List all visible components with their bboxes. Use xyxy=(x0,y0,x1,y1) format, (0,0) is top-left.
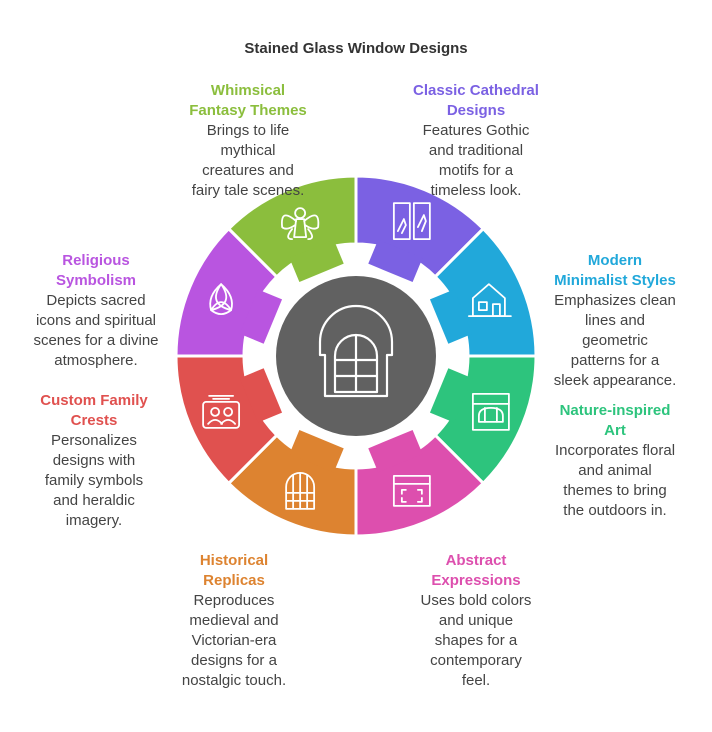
segment-tab-nature xyxy=(429,368,473,423)
arched-door-icon xyxy=(285,471,316,510)
bread-display-icon xyxy=(471,392,510,431)
segment-tab-historical xyxy=(289,429,344,473)
modern-house-icon xyxy=(467,283,512,318)
family-id-card-icon xyxy=(202,394,241,429)
arched-window-icon xyxy=(318,304,394,398)
fairy-icon xyxy=(281,207,320,241)
segment-tab-modern xyxy=(429,289,473,344)
diagram-title: Stained Glass Window Designs xyxy=(244,40,468,57)
segment-tab-custom xyxy=(239,368,283,423)
segment-tab-classic xyxy=(368,239,423,283)
stained-glass-panel-icon xyxy=(392,202,431,241)
segment-tab-religious xyxy=(239,289,283,344)
triquetra-icon xyxy=(209,283,233,316)
expand-window-icon xyxy=(392,474,431,507)
segment-tab-abstract xyxy=(368,429,423,473)
segment-tab-whimsical xyxy=(289,239,344,283)
